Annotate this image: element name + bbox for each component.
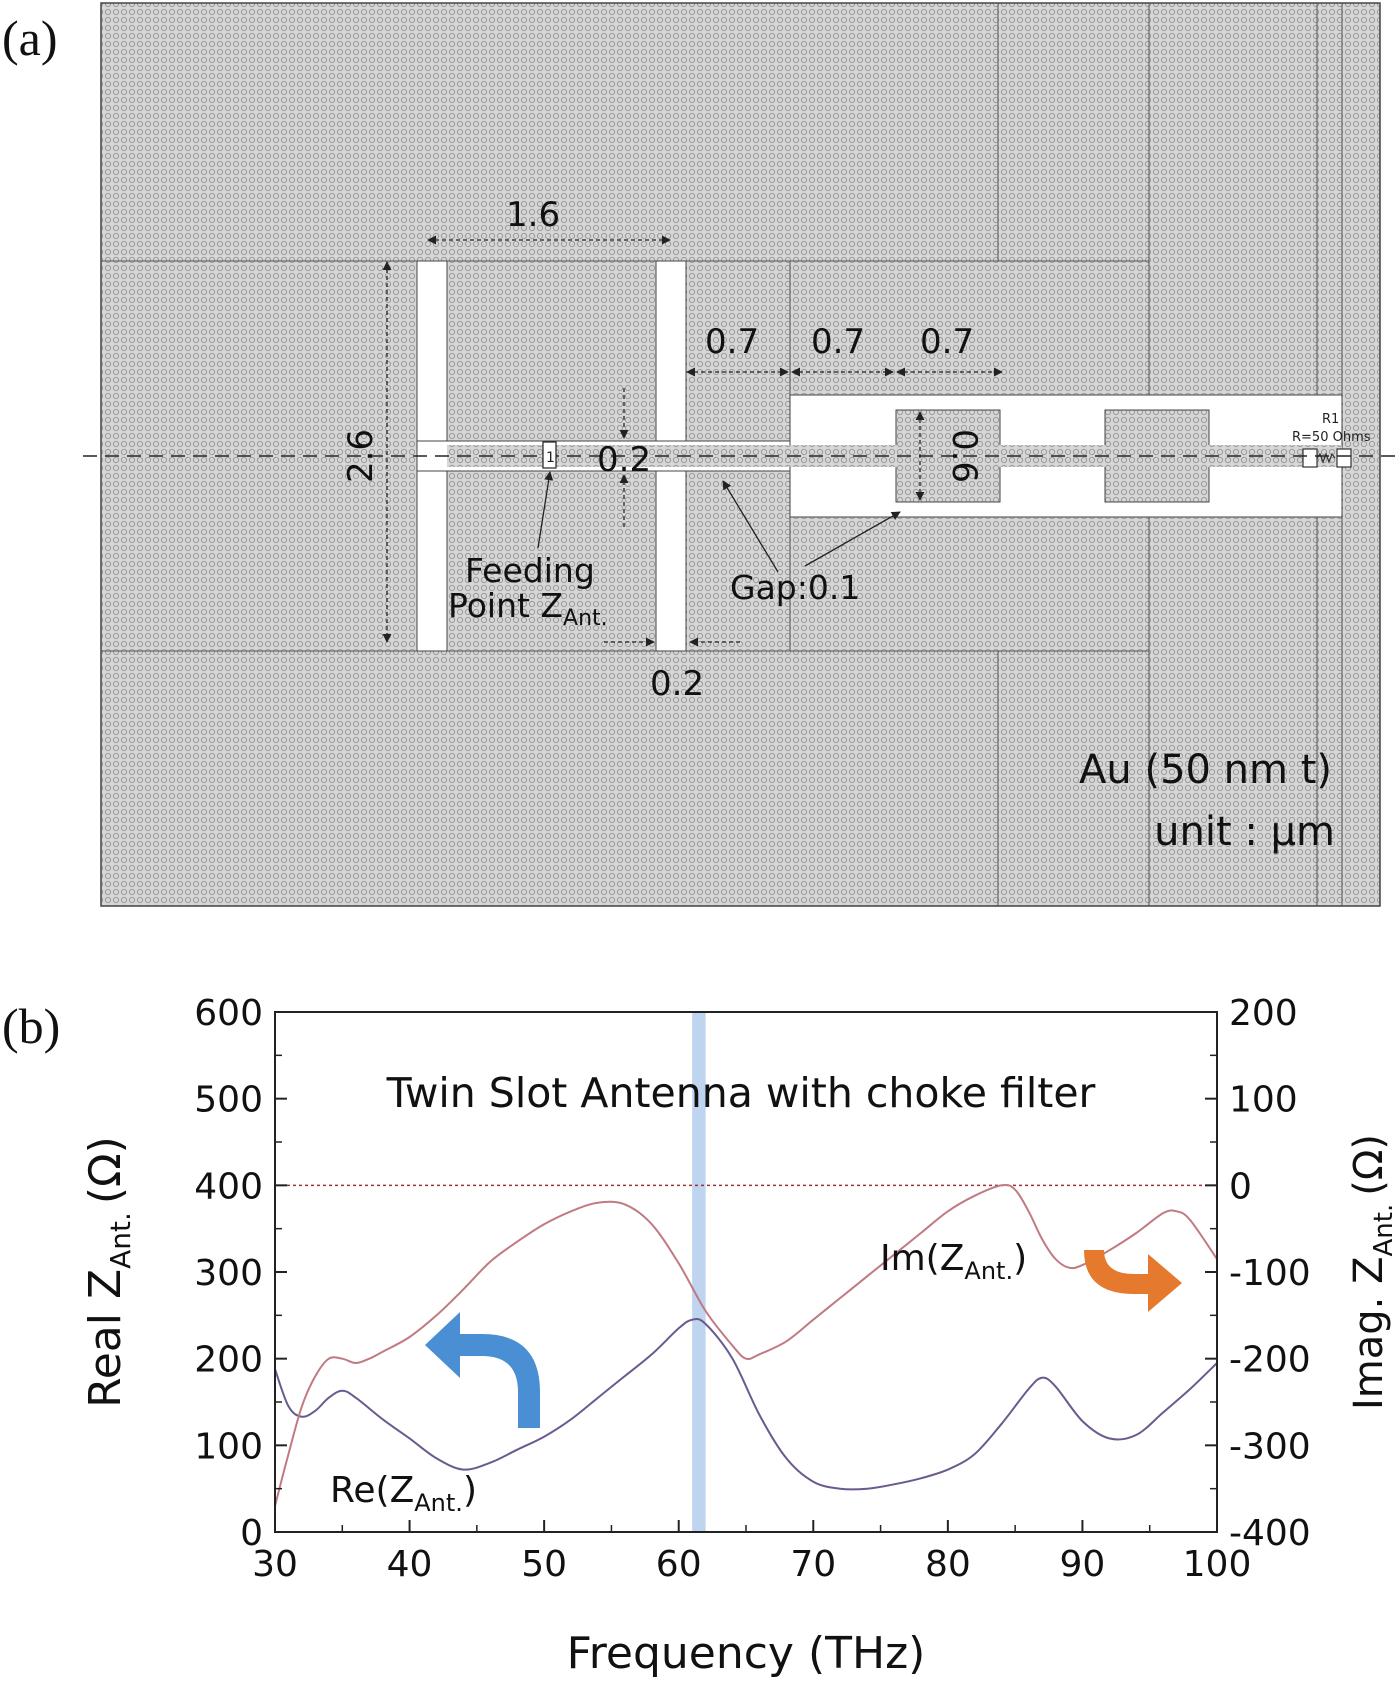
dim-0-2-slot: 0.2 [650, 664, 704, 704]
y-left-tick-label: 0 [240, 1513, 263, 1554]
x-tick-label: 50 [521, 1544, 567, 1585]
panel-b-label: (b) [2, 998, 60, 1054]
dim-1-6: 1.6 [506, 195, 560, 235]
feed-port-label: 1 [546, 450, 555, 466]
material-label: Au (50 nm t) [1079, 747, 1332, 793]
panel-b: (b) 30 40 50 60 70 80 90 100 0 100 200 300 400 500 60… [2, 993, 1399, 1679]
y-right-tick-label: 200 [1229, 993, 1298, 1034]
resistor-value: R=50 Ohms [1292, 430, 1371, 445]
resistor-r1 [1302, 448, 1352, 468]
y-right-tick-label: 0 [1229, 1166, 1252, 1207]
y-right-axis-ticks: -400 -300 -200 -100 0 100 200 [1205, 993, 1311, 1554]
y-left-tick-label: 400 [194, 1166, 263, 1207]
y-right-tick-label: -200 [1229, 1340, 1311, 1381]
chart-title: Twin Slot Antenna with choke filter [386, 1069, 1096, 1117]
panel-a-label: (a) [2, 10, 58, 66]
dim-0-6: 0.6 [944, 429, 984, 483]
dimension-lines [382, 235, 1003, 647]
y-right-tick-label: 100 [1229, 1080, 1298, 1121]
dim-2-6: 2.6 [341, 429, 381, 483]
y-right-tick-label: -300 [1229, 1426, 1311, 1467]
panel-a: (a) [2, 2, 1400, 907]
y-left-tick-label: 100 [194, 1426, 263, 1467]
y-left-axis-ticks: 0 100 200 300 400 500 600 [194, 993, 287, 1554]
feeding-label-line2: Point ZAnt. [448, 586, 608, 631]
x-axis-label: Frequency (THz) [567, 1628, 926, 1679]
y-left-axis-label: Real ZAnt.(Ω) [80, 1136, 137, 1408]
y-right-tick-label: -400 [1229, 1513, 1311, 1554]
dim-0-2-gap: 0.2 [597, 440, 651, 480]
highlight-band [692, 1012, 706, 1532]
center-strip [447, 445, 1342, 467]
unit-label: unit : μm [1154, 809, 1335, 855]
y-left-tick-label: 200 [194, 1340, 263, 1381]
arrow-right-icon [1084, 1250, 1182, 1312]
y-left-tick-label: 300 [194, 1253, 263, 1294]
series-re-line [274, 1317, 1218, 1491]
x-tick-label: 100 [1183, 1544, 1252, 1585]
x-tick-label: 60 [656, 1544, 702, 1585]
feed-port [542, 441, 557, 469]
x-tick-label: 70 [790, 1544, 836, 1585]
x-tick-label: 90 [1060, 1544, 1106, 1585]
series-im-label: Im(ZAnt.) [880, 1238, 1027, 1285]
y-left-tick-label: 600 [194, 993, 263, 1034]
resistor-name: R1 [1322, 412, 1339, 427]
dim-0-7-b: 0.7 [811, 322, 865, 362]
dim-0-7-c: 0.7 [920, 322, 974, 362]
x-tick-label: 40 [387, 1544, 433, 1585]
x-tick-label: 30 [252, 1544, 298, 1585]
series-re-label: Re(ZAnt.) [330, 1470, 477, 1517]
y-left-tick-label: 500 [194, 1080, 263, 1121]
x-tick-label: 80 [925, 1544, 971, 1585]
arrow-left-icon [425, 1312, 540, 1428]
feeding-label-line1: Feeding [465, 551, 595, 590]
dim-0-7-a: 0.7 [705, 322, 759, 362]
gap-label: Gap:0.1 [730, 568, 860, 607]
x-axis-ticks: 30 40 50 60 70 80 90 100 [252, 1520, 1251, 1585]
series-im-line [274, 1183, 1218, 1507]
y-right-tick-label: -100 [1229, 1253, 1311, 1294]
pointer-lines [537, 471, 901, 573]
y-right-axis-label: Imag. ZAnt.(Ω) [1346, 1134, 1399, 1410]
